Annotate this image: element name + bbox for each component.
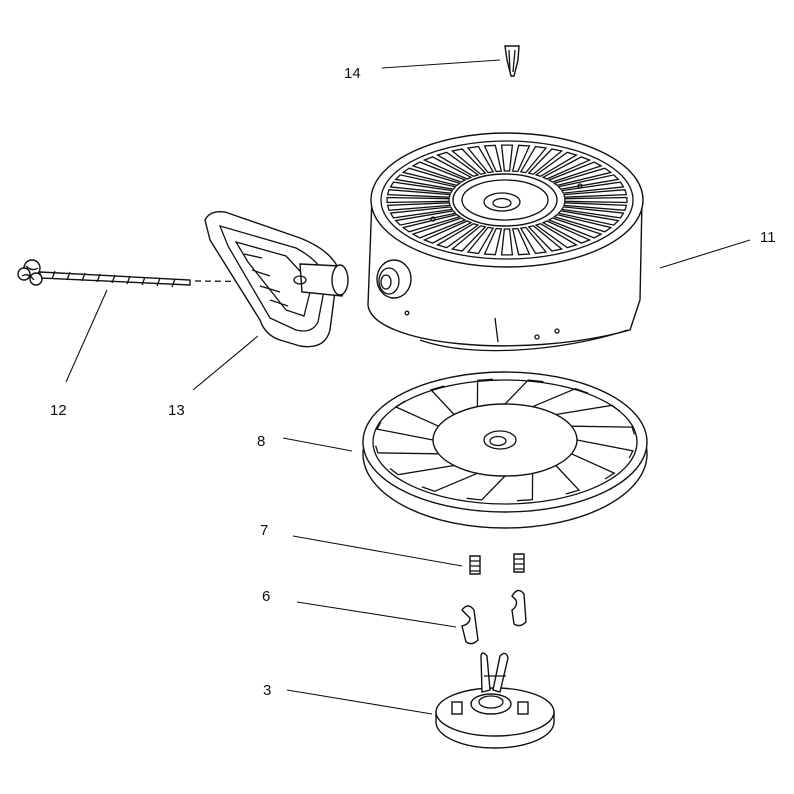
vent-rib (389, 206, 454, 219)
pulley-vane (571, 425, 636, 435)
leader-12 (65, 289, 108, 383)
vent-rib (394, 210, 457, 226)
vent-rib (422, 220, 473, 244)
callout-3: 3 (263, 682, 271, 699)
pulley-vane (389, 464, 455, 476)
vent-rib (466, 226, 495, 255)
callout-6: 6 (262, 588, 270, 605)
vent-rib (389, 181, 454, 194)
leader-3 (286, 689, 433, 715)
vent-rib (547, 161, 603, 183)
vent-rib (401, 167, 462, 187)
vent-rib (386, 202, 451, 211)
pulley-vane (555, 465, 581, 495)
pulley-vane (516, 473, 534, 502)
leader-11 (659, 239, 751, 269)
pulley-vane (555, 404, 621, 416)
vent-rib (563, 202, 628, 211)
vent-rib (557, 174, 620, 190)
pulley-vane (376, 421, 434, 441)
vent-rib (450, 225, 487, 252)
vent-rib (552, 167, 613, 187)
vent-rib (547, 217, 603, 239)
vent-rib (541, 220, 592, 244)
leader-6 (296, 601, 457, 628)
part-6-pawls (461, 589, 527, 645)
pulley-vane (476, 378, 494, 407)
vent-rib (466, 145, 495, 174)
vent-rib (483, 227, 503, 256)
part-11-housing (367, 132, 644, 352)
leader-7 (292, 535, 463, 567)
vent-rib (500, 144, 514, 172)
pulley-vane (576, 439, 634, 459)
vent-rib (422, 156, 473, 180)
callout-14: 14 (344, 65, 361, 82)
vent-rib (401, 213, 462, 233)
pulley-vanes (374, 378, 636, 502)
pulley-vane (504, 379, 544, 405)
vent-rib (411, 217, 467, 239)
part-3-ratchet-cup (435, 652, 555, 749)
vent-rib (560, 181, 625, 194)
vent-rib (534, 151, 579, 178)
pulley-vane (466, 475, 506, 501)
callout-7: 7 (260, 522, 268, 539)
vent-rib (560, 206, 625, 219)
callout-labels: 14 11 12 13 8 7 6 3 (50, 65, 776, 699)
pulley-vane (532, 388, 589, 408)
callout-8: 8 (257, 433, 265, 450)
part-7-springs (469, 553, 525, 575)
callout-13: 13 (168, 402, 185, 419)
pulley-vane (571, 453, 616, 480)
callout-12: 12 (50, 402, 67, 419)
vent-rib (557, 210, 620, 226)
vent-rib (411, 161, 467, 183)
leader-8 (282, 437, 353, 452)
vent-rib (394, 174, 457, 190)
vent-rib (527, 148, 564, 175)
part-13-handle (204, 210, 349, 348)
leader-13 (192, 335, 259, 391)
callout-11: 11 (760, 229, 776, 246)
housing-vent-ribs (386, 144, 628, 256)
vent-rib (519, 226, 548, 255)
leader-lines (65, 59, 751, 715)
vent-rib (519, 145, 548, 174)
vent-rib (435, 222, 480, 249)
vent-rib (450, 148, 487, 175)
vent-rib (534, 222, 579, 249)
vent-rib (563, 189, 628, 198)
pulley-vane (394, 400, 439, 427)
vent-rib (435, 151, 480, 178)
vent-rib (564, 196, 628, 204)
part-8-pulley (362, 371, 648, 529)
vent-rib (541, 156, 592, 180)
pulley-vane (421, 472, 478, 492)
vent-rib (386, 196, 450, 204)
vent-rib (386, 189, 451, 198)
pulley-vane (429, 385, 455, 415)
vent-rib (500, 228, 514, 256)
vent-rib (511, 227, 531, 256)
vent-rib (527, 225, 564, 252)
leader-14 (381, 59, 501, 69)
vent-rib (552, 213, 613, 233)
vent-rib (483, 144, 503, 173)
vent-rib (511, 144, 531, 173)
pulley-vane (374, 445, 439, 455)
part-14-clip (504, 45, 520, 77)
